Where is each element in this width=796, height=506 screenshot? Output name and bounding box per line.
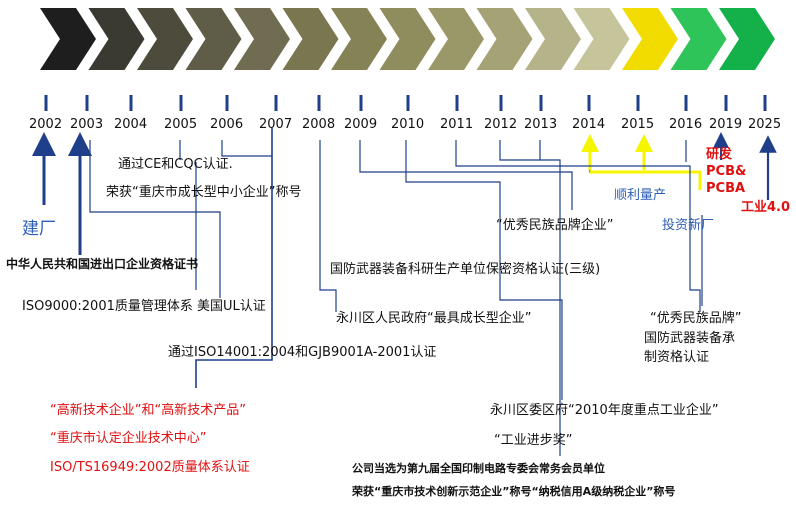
leader-2010	[405, 140, 563, 400]
year-tick	[724, 95, 728, 111]
year-tick	[684, 95, 688, 111]
annotation-new-plant: 投资新厂	[662, 218, 715, 233]
annotation-iso9000: ISO9000:2001质量管理体系 美国UL认证	[22, 299, 266, 314]
year-tick	[179, 95, 183, 111]
chevron-band	[40, 8, 775, 70]
chevron-12	[622, 8, 678, 70]
leader-2006	[221, 140, 272, 157]
year-label: 2002	[29, 117, 63, 132]
year-label: 2005	[164, 117, 198, 132]
yellow-connector	[590, 170, 702, 190]
annotation-pcb-committee: 公司当选为第九届全国印制电路专委会常务会员单位	[352, 462, 605, 475]
chevron-6	[331, 8, 387, 70]
annotation-innovation: 荣获“重庆市技术创新示范企业”称号“纳税信用A级纳税企业”称号	[352, 485, 676, 498]
chevron-10	[525, 8, 581, 70]
year-label: 2015	[621, 117, 655, 132]
year-tick	[85, 95, 89, 111]
chevron-11	[573, 8, 630, 70]
chevron-8	[428, 8, 484, 70]
annotation-import-export: 中华人民共和国进出口企业资格证书	[6, 257, 199, 271]
chevron-4	[234, 8, 290, 70]
annotation-iso16949: ISO/TS16949:2002质量体系认证	[50, 460, 250, 475]
year-label: 2008	[302, 117, 336, 132]
year-label: 2019	[709, 117, 743, 132]
leader-lines	[32, 128, 777, 456]
year-ticks	[44, 95, 767, 111]
annotation-brand-2016-line2: 国防武器装备承	[644, 331, 736, 346]
annotation-founded: 建厂	[22, 219, 56, 239]
annotation-pcba: PCBA	[706, 181, 746, 196]
year-tick	[406, 95, 410, 111]
annotation-national-brand: “优秀民族品牌企业”	[496, 218, 614, 233]
annotation-brand-2016-line3: 制资格认证	[644, 350, 710, 365]
chevron-5	[282, 8, 339, 70]
leader-2008	[319, 140, 337, 312]
annotation-mass-production: 顺利量产	[614, 188, 667, 203]
annotation-pcb: PCB&	[706, 164, 747, 179]
chevron-0	[40, 8, 96, 70]
year-label: 2004	[114, 117, 148, 132]
yellow-leader-2014	[589, 155, 640, 173]
annotation-ce-cqc: 通过CE和CQC认证.	[118, 157, 233, 172]
year-tick	[587, 95, 591, 111]
year-label: 2009	[344, 117, 378, 132]
leader-2009-brand	[359, 140, 573, 210]
year-label: 2007	[259, 117, 293, 132]
annotation-iso14001: 通过ISO14001:2004和GJB9001A-2001认证	[168, 345, 437, 360]
annotation-defense-secrecy: 国防武器装备科研生产单位保密资格认证(三级)	[330, 262, 601, 277]
annotation-brand-2016-line1: “优秀民族品牌”	[650, 311, 742, 326]
leader-2012	[499, 140, 540, 161]
year-tick	[763, 95, 767, 111]
chevron-1	[88, 8, 145, 70]
year-label: 2012	[484, 117, 518, 132]
annotation-industry-progress: “工业进步奖”	[494, 433, 573, 448]
year-label: 2010	[391, 117, 425, 132]
year-tick	[44, 95, 48, 111]
year-tick	[274, 95, 278, 111]
annotation-key-industry: 永川区委区府“2010年度重点工业企业”	[490, 403, 719, 418]
year-label: 2003	[70, 117, 104, 132]
year-label: 2013	[524, 117, 558, 132]
year-tick	[317, 95, 321, 111]
year-label: 2011	[440, 117, 474, 132]
year-tick	[539, 95, 543, 111]
chevron-2	[137, 8, 193, 70]
year-tick	[636, 95, 640, 111]
year-tick	[359, 95, 363, 111]
year-tick	[499, 95, 503, 111]
chevron-13	[670, 8, 727, 70]
annotation-hightech: “高新技术企业”和“高新技术产品”	[50, 403, 246, 418]
chevron-3	[185, 8, 242, 70]
annotation-chongqing-sme: 荣获“重庆市成长型中小企业”称号	[106, 185, 302, 200]
annotation-rd: 研发	[706, 147, 733, 162]
chevron-7	[379, 8, 436, 70]
year-label: 2014	[572, 117, 606, 132]
leader-2013	[539, 140, 561, 456]
annotation-tech-center: “重庆市认定企业技术中心”	[50, 431, 207, 446]
year-label: 2006	[210, 117, 244, 132]
year-label: 2016	[669, 117, 703, 132]
annotation-yongchuan-gov: 永川区人民政府“最具成长型企业”	[336, 311, 532, 326]
year-tick	[455, 95, 459, 111]
leader-2011	[455, 140, 701, 312]
annotation-industry40: 工业4.0	[741, 200, 791, 215]
chevron-14	[719, 8, 775, 70]
year-label: 2025	[748, 117, 782, 132]
chevron-9	[476, 8, 533, 70]
leader-2007-iso14001	[195, 128, 273, 388]
year-tick	[129, 95, 133, 111]
leader-2003-iso	[89, 140, 221, 298]
year-tick	[225, 95, 229, 111]
